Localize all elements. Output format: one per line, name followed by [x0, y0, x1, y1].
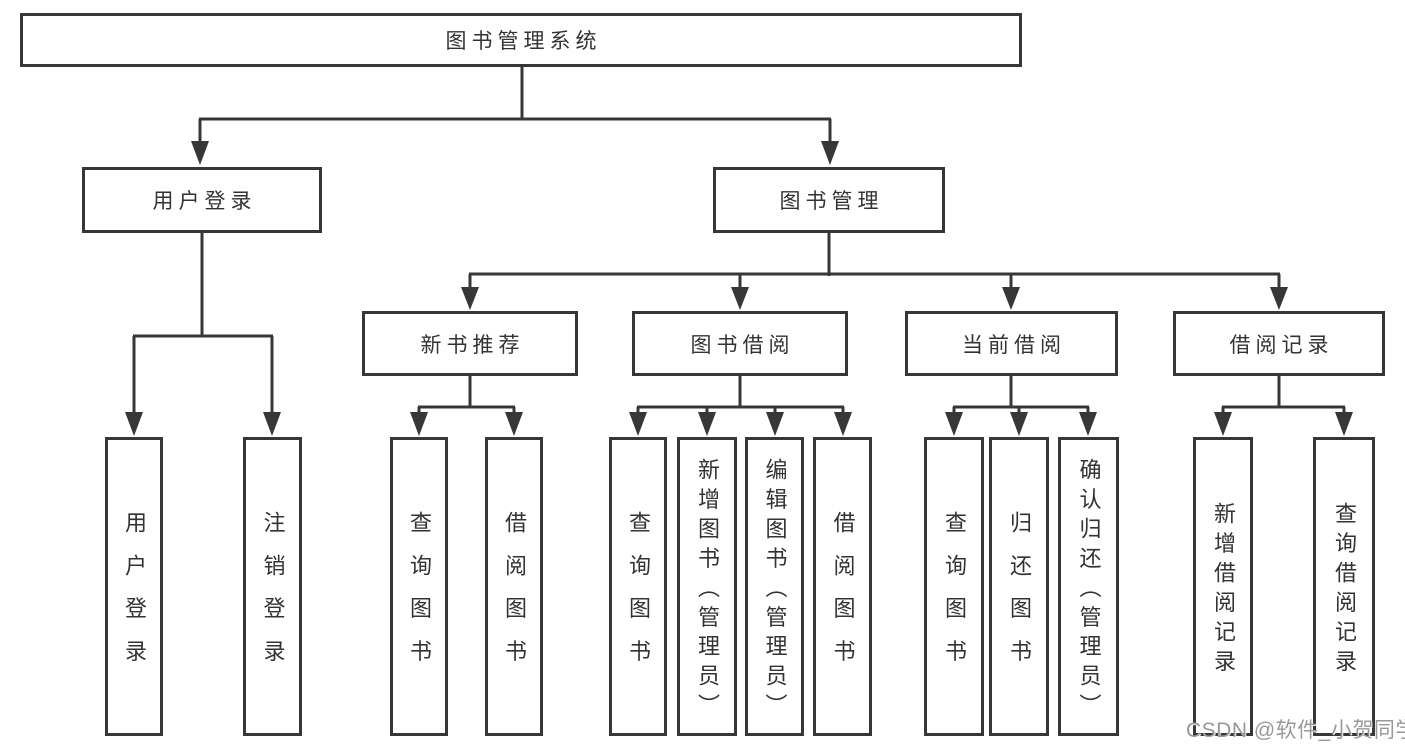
- node-borrowing-records: 借阅记录: [1173, 311, 1385, 376]
- leaf-add-borrow-record: 新增借阅记录: [1193, 437, 1253, 736]
- leaf-return-books: 归还图书: [989, 437, 1049, 736]
- node-label: 当前借阅: [962, 333, 1066, 357]
- watermark: CSDN @软件_小贺同学: [1186, 719, 1405, 742]
- node-book-borrowing: 图书借阅: [632, 311, 848, 376]
- node-current-borrowing: 当前借阅: [905, 311, 1118, 376]
- node-library-management-system: 图书管理系统: [20, 13, 1022, 67]
- leaf-label: 注销登录: [260, 511, 286, 683]
- leaf-logout: 注销登录: [243, 437, 302, 736]
- leaf-label: 编辑图书（管理员）: [762, 457, 788, 723]
- leaf-add-books-admin: 新增图书（管理员）: [677, 437, 737, 736]
- leaf-user-login: 用户登录: [105, 437, 163, 736]
- leaf-borrow-books: 借阅图书: [813, 437, 872, 736]
- leaf-label: 借阅图书: [502, 511, 527, 683]
- leaf-confirm-return-admin: 确认归还（管理员）: [1058, 437, 1119, 736]
- leaf-label: 新增图书（管理员）: [695, 457, 720, 723]
- node-label: 图书借阅: [690, 333, 795, 357]
- leaf-query-books-recommend: 查询图书: [390, 437, 448, 736]
- leaf-label: 确认归还（管理员）: [1076, 457, 1102, 723]
- leaf-query-borrow-record: 查询借阅记录: [1313, 437, 1375, 736]
- node-new-book-recommendation: 新书推荐: [362, 311, 578, 376]
- leaf-edit-books-admin: 编辑图书（管理员）: [745, 437, 804, 736]
- node-book-management: 图书管理: [713, 167, 945, 233]
- leaf-label: 查询图书: [942, 511, 967, 683]
- leaf-label: 新增借阅记录: [1211, 501, 1236, 679]
- node-label: 图书管理系统: [445, 30, 602, 53]
- leaf-label: 查询借阅记录: [1332, 501, 1357, 679]
- leaf-label: 归还图书: [1007, 511, 1032, 683]
- leaf-query-books-current: 查询图书: [924, 437, 984, 736]
- node-label: 图书管理: [779, 190, 884, 213]
- leaf-borrow-books-recommend: 借阅图书: [485, 437, 543, 736]
- node-user-login: 用户登录: [82, 167, 322, 233]
- leaf-label: 借阅图书: [830, 511, 856, 683]
- node-label: 用户登录: [152, 190, 257, 213]
- leaf-label: 用户登录: [122, 511, 147, 683]
- node-label: 新书推荐: [420, 333, 525, 357]
- node-label: 借阅记录: [1229, 333, 1334, 357]
- leaf-label: 查询图书: [407, 511, 432, 683]
- leaf-query-books-borrowing: 查询图书: [609, 437, 667, 736]
- leaf-label: 查询图书: [626, 511, 651, 683]
